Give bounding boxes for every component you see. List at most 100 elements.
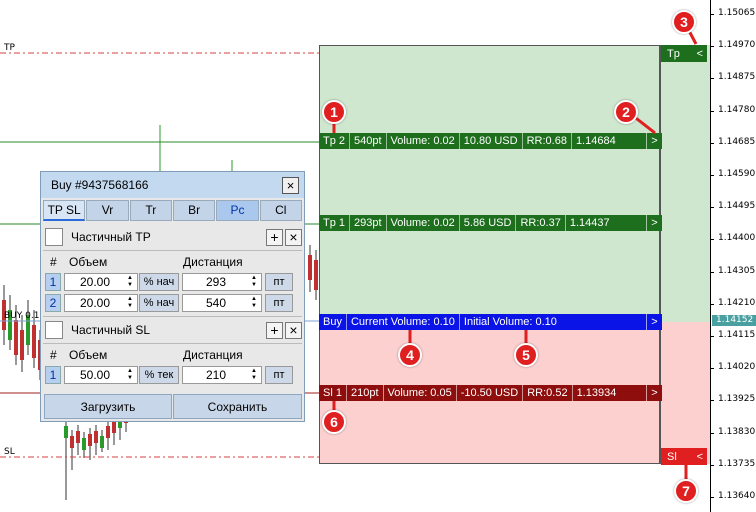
tp1-bar[interactable]: Tp 1 293pt Volume: 0.02 5.86 USD RR:0.37… <box>319 215 662 231</box>
candle-body <box>26 315 30 345</box>
tp2-arrow-button[interactable]: > <box>646 133 662 149</box>
candle-body <box>100 436 104 448</box>
sl1-bar[interactable]: Sl 1 210pt Volume: 0.05 -10.50 USD RR:0.… <box>319 385 662 401</box>
candle-body <box>14 320 18 355</box>
candle-body <box>76 431 80 443</box>
tp-line-label: TP <box>4 43 15 53</box>
sl1-rr: RR:0.52 <box>523 385 573 401</box>
tp-distance-input[interactable]: 540 ▲▼ <box>182 294 262 312</box>
buy-arrow-button[interactable]: > <box>646 314 662 330</box>
tab-cl[interactable]: Cl <box>259 200 302 221</box>
price-axis-label: 1.14875 <box>718 72 756 83</box>
tp-volume-unit-button[interactable]: % нач <box>139 294 179 312</box>
tp1-volume: Volume: 0.02 <box>387 215 460 231</box>
current-price-tag: 1.14152 <box>712 315 756 326</box>
tp2-bar[interactable]: Tp 2 540pt Volume: 0.02 10.80 USD RR:0.6… <box>319 133 662 149</box>
buy-name: Buy <box>319 314 347 330</box>
tp1-name: Tp 1 <box>319 215 351 231</box>
close-icon[interactable]: × <box>282 176 299 194</box>
tp1-rr: RR:0.37 <box>516 215 566 231</box>
price-axis-tick <box>710 142 714 144</box>
sl1-name: Sl 1 <box>319 385 347 401</box>
sl-row-1: 1 50.00 ▲▼ % тек 210 ▲▼ пт <box>45 366 293 384</box>
tp-side-label: Tp <box>667 47 680 60</box>
tp-col-volume: Объем <box>69 255 108 269</box>
price-axis-label: 1.14495 <box>718 201 756 212</box>
partial-tp-checkbox[interactable] <box>45 228 63 246</box>
tp-side-button[interactable]: Tp < <box>661 45 707 62</box>
candle-body <box>112 421 116 433</box>
price-axis-label: 1.14685 <box>718 136 756 147</box>
price-axis-tick <box>710 46 714 48</box>
buy-bar[interactable]: Buy Current Volume: 0.10 Initial Volume:… <box>319 314 662 330</box>
annotation-badge-5: 5 <box>514 343 538 367</box>
load-button[interactable]: Загрузить <box>44 394 172 419</box>
sl-distance-input[interactable]: 210 ▲▼ <box>182 366 262 384</box>
candle-body <box>88 434 92 446</box>
price-axis-tick <box>710 400 714 402</box>
tp-distance-unit-button[interactable]: пт <box>265 273 293 291</box>
sl-line-label: SL <box>4 447 15 457</box>
tab-br[interactable]: Br <box>172 200 216 221</box>
add-sl-button[interactable]: + <box>266 321 283 339</box>
candle-body <box>64 426 68 438</box>
tp2-amount: 10.80 USD <box>460 133 523 149</box>
price-axis-label: 1.14970 <box>718 40 756 51</box>
partial-sl-checkbox[interactable] <box>45 321 63 339</box>
tp-volume-input[interactable]: 20.00 ▲▼ <box>64 273 138 291</box>
sl-side-label: Sl <box>667 450 677 463</box>
spinner-icon[interactable]: ▲▼ <box>251 296 257 309</box>
buy-line-label: BUY 0.1 <box>4 311 40 321</box>
spinner-icon[interactable]: ▲▼ <box>251 275 257 288</box>
tp-volume-unit-button[interactable]: % нач <box>139 273 179 291</box>
tp-row-index: 2 <box>45 294 61 312</box>
annotation-badge-4: 4 <box>398 343 422 367</box>
tp2-rr: RR:0.68 <box>523 133 572 149</box>
tab-vr[interactable]: Vr <box>86 200 129 221</box>
sl1-volume: Volume: 0.05 <box>384 385 457 401</box>
price-axis-tick <box>710 368 714 370</box>
sl-volume-input[interactable]: 50.00 ▲▼ <box>64 366 138 384</box>
spinner-icon[interactable]: ▲▼ <box>251 368 257 381</box>
spinner-icon[interactable]: ▲▼ <box>127 296 133 309</box>
price-axis-label: 1.13830 <box>718 426 756 437</box>
annotation-badge-3: 3 <box>672 10 696 34</box>
candle-body <box>106 426 110 438</box>
tp2-points: 540pt <box>350 133 387 149</box>
spinner-icon[interactable]: ▲▼ <box>127 275 133 288</box>
sl1-amount: -10.50 USD <box>457 385 524 401</box>
price-axis-label: 1.14590 <box>718 169 756 179</box>
sl-side-button[interactable]: Sl < <box>661 448 707 465</box>
price-axis-label: 1.13640 <box>718 491 756 501</box>
tp2-name: Tp 2 <box>319 133 351 149</box>
price-axis-tick <box>710 207 714 209</box>
tp-volume-input[interactable]: 20.00 ▲▼ <box>64 294 138 312</box>
candle-body <box>82 438 86 450</box>
tp-distance-unit-button[interactable]: пт <box>265 294 293 312</box>
save-button[interactable]: Сохранить <box>173 394 302 419</box>
tp-row-index: 1 <box>45 273 61 291</box>
tp1-arrow-button[interactable]: > <box>646 215 662 231</box>
remove-sl-button[interactable]: × <box>285 321 302 339</box>
sl-col-index: # <box>50 348 57 362</box>
tab-tr[interactable]: Tr <box>129 200 172 221</box>
tab-tp-sl[interactable]: TP SL <box>43 200 86 221</box>
add-tp-button[interactable]: + <box>266 228 283 246</box>
sl1-arrow-button[interactable]: > <box>646 385 662 401</box>
partial-sl-header: Частичный SL + × <box>45 321 302 339</box>
sl-volume-unit-button[interactable]: % тек <box>139 366 179 384</box>
price-axis-tick <box>710 336 714 337</box>
price-axis-tick <box>710 464 714 466</box>
sl-distance-unit-button[interactable]: пт <box>265 366 293 384</box>
price-axis <box>710 0 711 512</box>
spinner-icon[interactable]: ▲▼ <box>127 368 133 381</box>
tab-pc[interactable]: Pc <box>216 200 259 221</box>
price-axis-label: 1.13925 <box>718 394 756 405</box>
panel-title-bar[interactable]: Buy #9437568166 × <box>41 172 304 198</box>
trade-panel: Buy #9437568166 × TP SL Vr Tr Br Pc Cl Ч… <box>40 171 305 422</box>
candle-body <box>70 436 74 448</box>
remove-tp-button[interactable]: × <box>285 228 302 246</box>
partial-tp-label: Частичный TP <box>71 230 151 244</box>
tp-distance-input[interactable]: 293 ▲▼ <box>182 273 262 291</box>
price-axis-tick <box>710 239 714 241</box>
